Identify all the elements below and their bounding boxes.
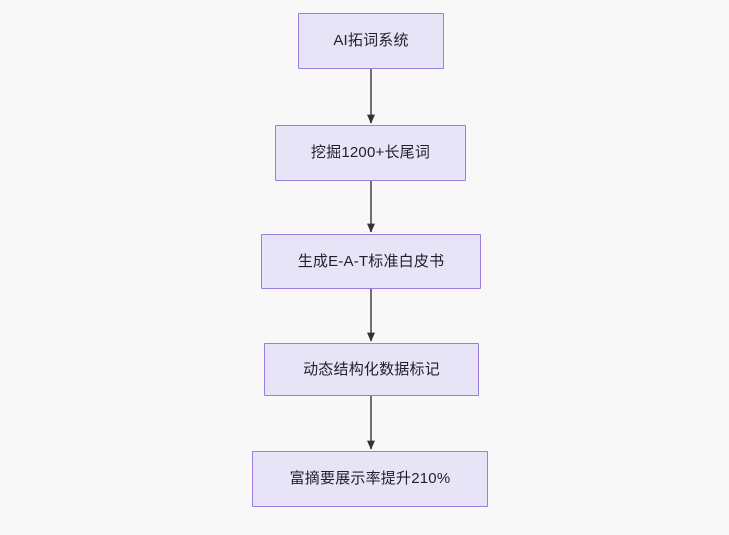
- flow-node-label: AI拓词系统: [333, 32, 409, 49]
- flow-node-rich-snippet-impression-uplift[interactable]: 富摘要展示率提升210%: [252, 451, 488, 507]
- flow-node-label: 富摘要展示率提升210%: [289, 470, 451, 487]
- flow-node-label: 动态结构化数据标记: [303, 360, 440, 378]
- flow-node-mine-longtail-keywords[interactable]: 挖掘1200+长尾词: [275, 125, 466, 181]
- flow-node-label: 生成E-A-T标准白皮书: [297, 252, 445, 270]
- flow-node-label: 挖掘1200+长尾词: [310, 144, 431, 161]
- flow-node-dynamic-structured-data-markup[interactable]: 动态结构化数据标记: [264, 343, 479, 396]
- flow-node-generate-eat-whitepaper[interactable]: 生成E-A-T标准白皮书: [261, 234, 481, 289]
- flow-node-ai-keyword-system[interactable]: AI拓词系统: [298, 13, 444, 69]
